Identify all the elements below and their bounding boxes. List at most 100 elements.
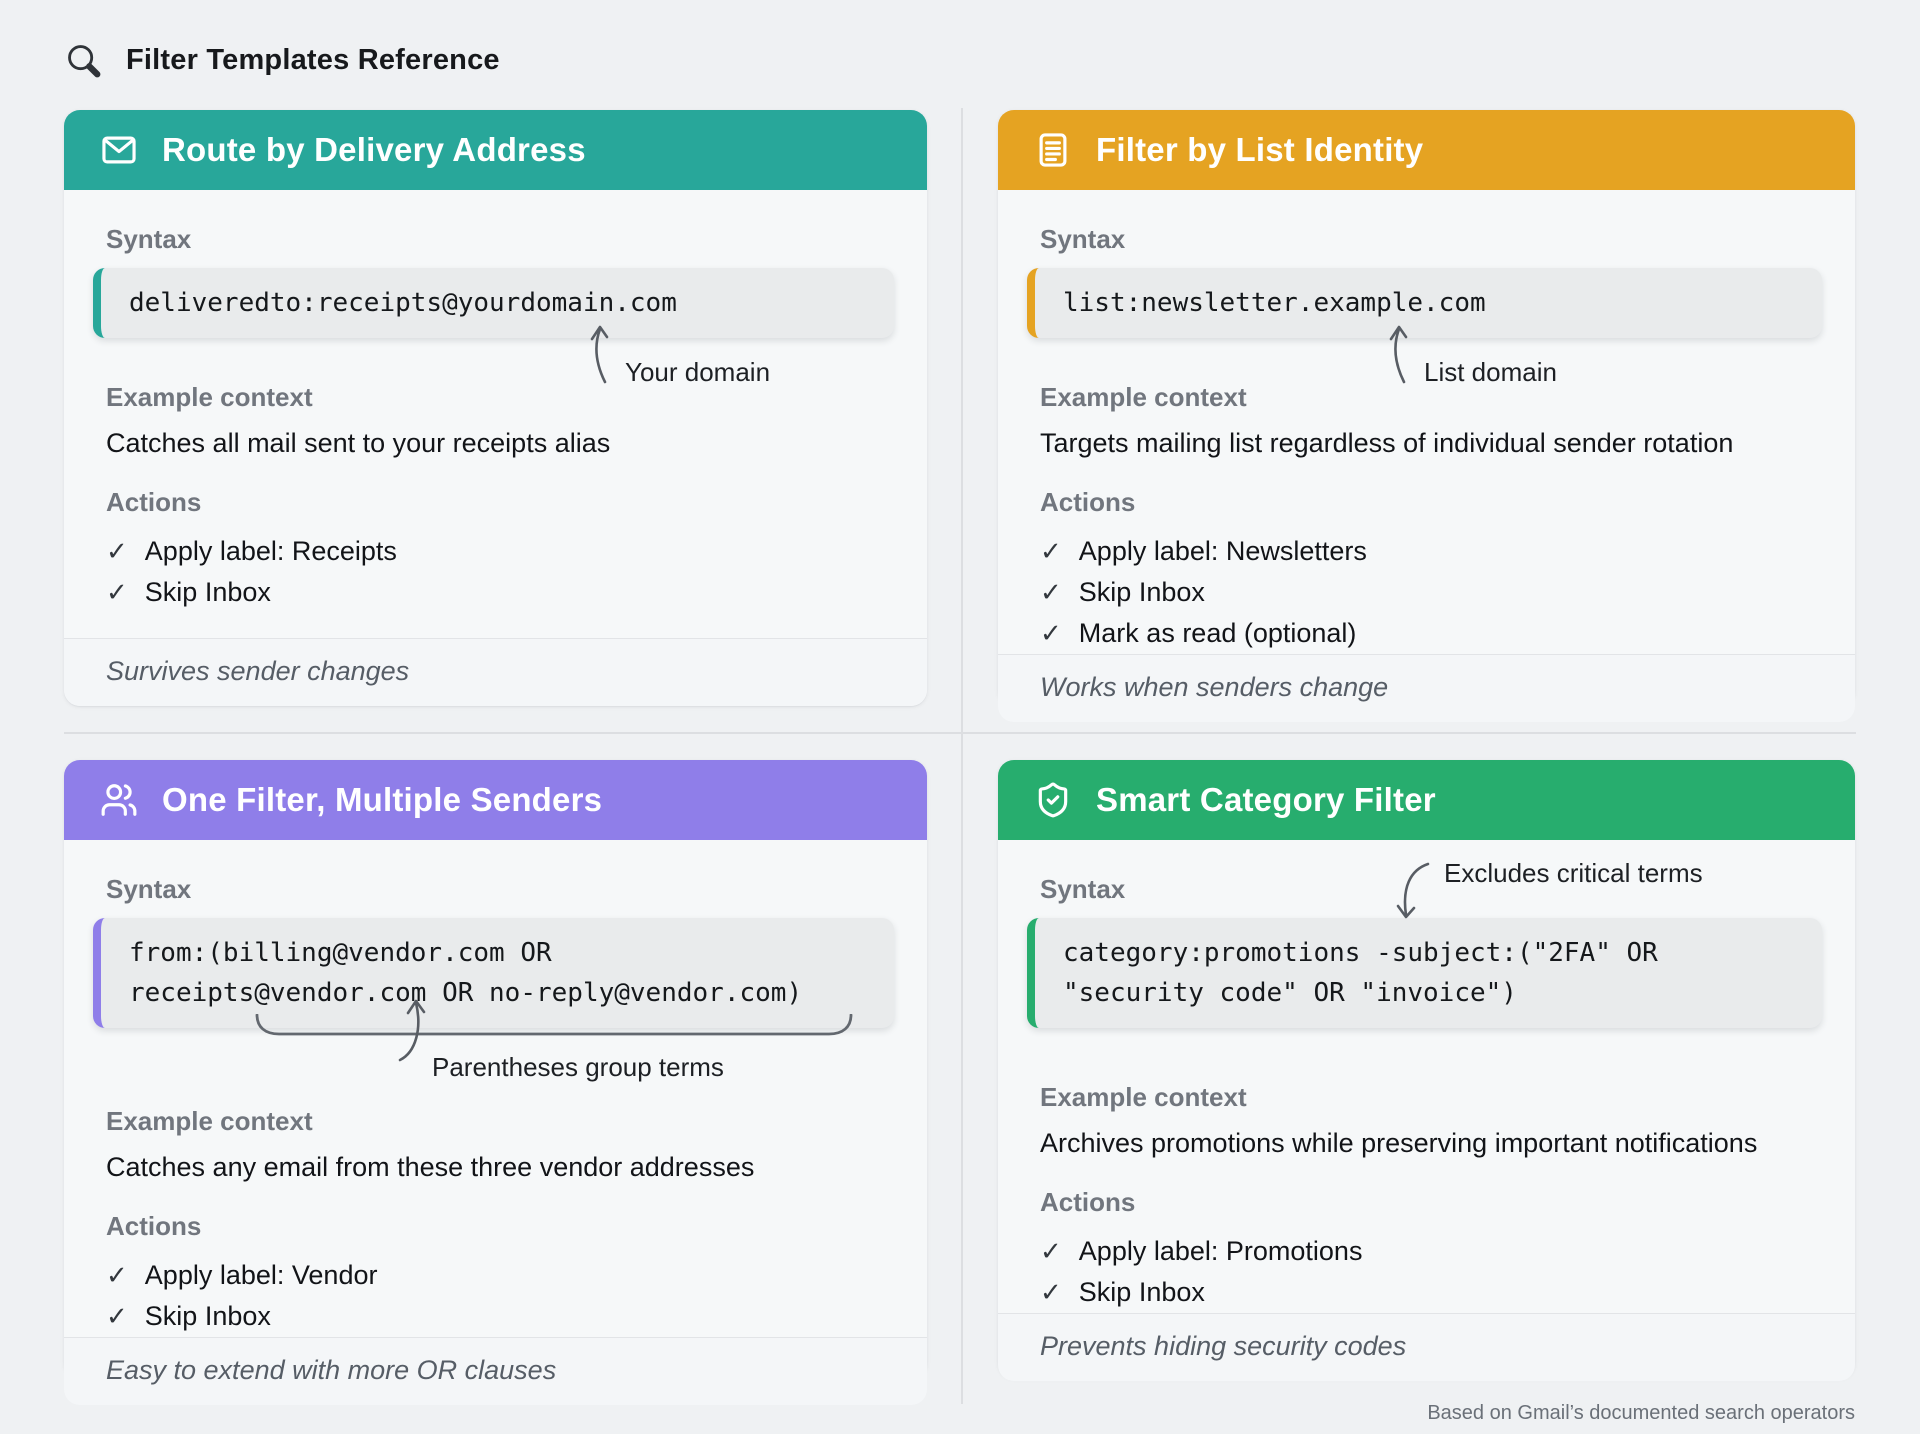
code-line: from:(billing@vendor.com OR bbox=[129, 938, 552, 968]
card-footer-note: Easy to extend with more OR clauses bbox=[64, 1337, 927, 1405]
action-item: ✓ Apply label: Promotions bbox=[1040, 1231, 1813, 1272]
example-context-section: Example context Catches all mail sent to… bbox=[106, 382, 885, 460]
example-context-label: Example context bbox=[1040, 382, 1247, 412]
card-smart-category-filter: Smart Category Filter Syntax category:pr… bbox=[998, 760, 1855, 1381]
curved-arrow-up-icon bbox=[590, 325, 609, 384]
card-header: Smart Category Filter bbox=[998, 760, 1855, 840]
example-context-section: Example context Archives promotions whil… bbox=[1040, 1082, 1813, 1160]
syntax-code-block: list:newsletter.example.com bbox=[1027, 268, 1822, 338]
card-route-by-delivery-address: Route by Delivery Address Syntax deliver… bbox=[64, 110, 927, 706]
card-body: Syntax list:newsletter.example.com Examp… bbox=[998, 190, 1855, 654]
attribution-note: Based on Gmail’s documented search opera… bbox=[1427, 1402, 1855, 1424]
annotation-label: Your domain bbox=[625, 357, 771, 387]
action-text: Apply label: Promotions bbox=[1078, 1236, 1363, 1266]
syntax-label: Syntax bbox=[1040, 874, 1126, 904]
card-footer-note: Survives sender changes bbox=[64, 638, 927, 706]
actions-section: Actions ✓Apply label: Receipts ✓Skip Inb… bbox=[106, 487, 885, 613]
example-context-text: Catches all mail sent to your receipts a… bbox=[106, 428, 611, 458]
card-title: Route by Delivery Address bbox=[162, 131, 586, 168]
card-title: Smart Category Filter bbox=[1096, 781, 1436, 818]
card-header: One Filter, Multiple Senders bbox=[64, 760, 927, 840]
annotation-parentheses-group: Parentheses group terms bbox=[254, 999, 894, 1102]
actions-label: Actions bbox=[1040, 1187, 1136, 1217]
example-context-section: Example context Catches any email from t… bbox=[106, 1106, 885, 1184]
action-item: ✓Skip Inbox bbox=[1040, 572, 1813, 613]
page-header: Filter Templates Reference bbox=[64, 38, 1856, 82]
syntax-label: Syntax bbox=[106, 224, 192, 254]
syntax-code-block: category:promotions -subject:("2FA" OR "… bbox=[1027, 918, 1822, 1028]
code-line: list:newsletter.example.com bbox=[1063, 288, 1486, 318]
card-grid: Route by Delivery Address Syntax deliver… bbox=[64, 108, 1856, 1405]
envelope-icon bbox=[102, 136, 136, 164]
card-footer-note: Prevents hiding security codes bbox=[998, 1313, 1855, 1381]
card-filter-by-list-identity: Filter by List Identity Syntax list:news… bbox=[998, 110, 1855, 722]
action-text: Apply label: Vendor bbox=[144, 1260, 378, 1290]
actions-list: ✓ Apply label: Receipts ✓ Skip Inbox bbox=[106, 531, 885, 613]
actions-label: Actions bbox=[1040, 487, 1136, 517]
card-one-filter-multiple-senders: One Filter, Multiple Senders Syntax from… bbox=[64, 760, 927, 1405]
action-text: Skip Inbox bbox=[1078, 1277, 1205, 1307]
example-context-text: Catches any email from these three vendo… bbox=[106, 1152, 755, 1182]
action-text: Skip Inbox bbox=[144, 577, 271, 607]
action-item: ✓ Mark as read (optional) bbox=[1040, 613, 1813, 654]
example-context-label: Example context bbox=[106, 1106, 313, 1136]
action-item: ✓ Skip Inbox bbox=[106, 1296, 885, 1337]
action-text: Skip Inbox bbox=[144, 1301, 271, 1331]
code-line: deliveredto:receipts@yourdomain.com bbox=[129, 288, 677, 318]
curved-arrow-down-icon bbox=[1396, 862, 1430, 919]
check-icon: ✓ bbox=[1040, 1277, 1062, 1307]
curved-arrow-up-icon bbox=[398, 999, 426, 1062]
card-header: Route by Delivery Address bbox=[64, 110, 927, 190]
syntax-code-block: from:(billing@vendor.com OR receipts@ven… bbox=[93, 918, 894, 1028]
bracket-underline bbox=[255, 1014, 853, 1036]
syntax-label: Syntax bbox=[1040, 224, 1126, 254]
syntax-label: Syntax bbox=[106, 874, 192, 904]
horizontal-divider bbox=[64, 732, 1856, 734]
code-line: receipts@vendor.com OR no-reply@vendor.c… bbox=[129, 978, 803, 1008]
check-icon: ✓ bbox=[106, 1301, 128, 1331]
code-line: "security code" OR "invoice") bbox=[1063, 978, 1517, 1008]
curved-arrow-up-icon bbox=[1389, 325, 1408, 384]
check-icon: ✓ bbox=[106, 536, 128, 566]
card-body: Syntax deliveredto:receipts@yourdomain.c… bbox=[64, 190, 927, 638]
check-icon: ✓ bbox=[1040, 536, 1062, 566]
action-item: ✓ Skip Inbox bbox=[1040, 1272, 1813, 1313]
action-item: ✓ Skip Inbox bbox=[106, 572, 885, 613]
example-context-text: Archives promotions while preserving imp… bbox=[1040, 1128, 1758, 1158]
card-body: Syntax category:promotions -subject:("2F… bbox=[998, 840, 1855, 1313]
actions-section: Actions ✓Apply label: Vendor ✓Skip Inbox bbox=[106, 1211, 885, 1337]
example-context-label: Example context bbox=[1040, 1082, 1247, 1112]
annotation-label: Excludes critical terms bbox=[1444, 858, 1703, 888]
action-item: ✓Apply label: Newsletters bbox=[1040, 531, 1813, 572]
users-icon bbox=[101, 784, 137, 816]
annotation-excludes-critical-terms: Excludes critical terms bbox=[1394, 858, 1703, 922]
card-footer-note: Works when senders change bbox=[998, 654, 1855, 722]
check-icon: ✓ bbox=[1040, 1236, 1062, 1266]
actions-list: ✓ Apply label: Promotions ✓ Skip Inbox bbox=[1040, 1231, 1813, 1313]
action-item: ✓ Apply label: Vendor bbox=[106, 1255, 885, 1296]
syntax-code-block: deliveredto:receipts@yourdomain.com bbox=[93, 268, 894, 338]
card-header: Filter by List Identity bbox=[998, 110, 1855, 190]
check-icon: ✓ bbox=[1040, 618, 1062, 648]
action-text: Skip Inbox bbox=[1078, 577, 1205, 607]
card-title: One Filter, Multiple Senders bbox=[162, 781, 603, 818]
actions-section: Actions ✓Apply label: Newsletters ✓Skip … bbox=[1040, 487, 1813, 654]
check-icon: ✓ bbox=[106, 577, 128, 607]
example-context-text: Targets mailing list regardless of indiv… bbox=[1040, 428, 1734, 458]
check-icon: ✓ bbox=[106, 1260, 128, 1290]
example-context-section: Example context Targets mailing list reg… bbox=[1040, 382, 1813, 460]
shield-check-icon bbox=[1038, 782, 1068, 818]
action-item: ✓ Apply label: Receipts bbox=[106, 531, 885, 572]
card-title: Filter by List Identity bbox=[1096, 131, 1424, 168]
annotation-your-domain: Your domain bbox=[569, 322, 771, 387]
actions-list: ✓ Apply label: Vendor ✓ Skip Inbox bbox=[106, 1255, 885, 1337]
action-text: Apply label: Receipts bbox=[144, 536, 397, 566]
actions-list: ✓Apply label: Newsletters ✓Skip Inbox ✓M… bbox=[1040, 531, 1813, 654]
actions-section: Actions ✓ Apply label: Promotions ✓ Skip I… bbox=[1040, 1187, 1813, 1313]
action-text: Mark as read (optional) bbox=[1078, 618, 1357, 648]
card-body: Syntax from:(billing@vendor.com OR recei… bbox=[64, 840, 927, 1337]
annotation-label: Parentheses group terms bbox=[432, 1052, 724, 1082]
annotation-label: List domain bbox=[1424, 357, 1557, 387]
search-icon bbox=[68, 45, 101, 78]
